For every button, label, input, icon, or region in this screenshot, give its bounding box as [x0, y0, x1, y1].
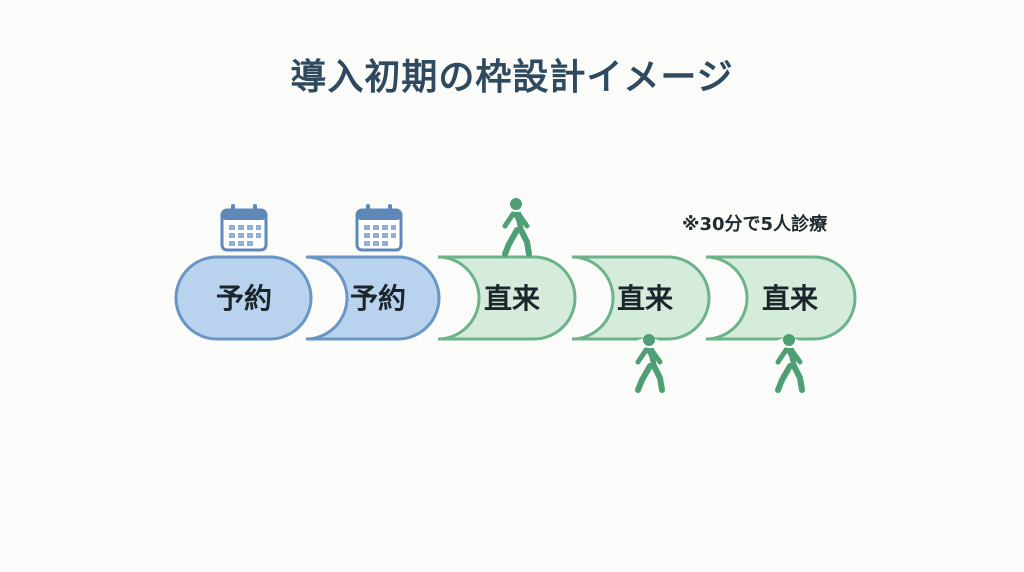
segment-reserved-1: 予約: [174, 255, 313, 341]
segment-shape: [174, 255, 313, 341]
segment-label: 予約: [350, 282, 406, 315]
segment-walkin-2: 直来: [571, 255, 711, 341]
walking-person-icon: [762, 334, 814, 393]
walking-person-icon: [622, 334, 674, 393]
segment-walkin-1: 直来: [437, 255, 577, 341]
segment-label: 直来: [484, 282, 540, 315]
walking-person-icon: [489, 198, 541, 257]
segment-shape: [305, 255, 441, 341]
segment-shape: [571, 255, 711, 341]
calendar-icon: [218, 202, 270, 254]
capacity-note: ※30分で5人診療: [682, 214, 828, 235]
segment-label: 直来: [617, 282, 673, 315]
segment-shape: [437, 255, 577, 341]
segment-label: 直来: [762, 282, 818, 315]
segment-shape: [705, 255, 857, 341]
segment-reserved-2: 予約: [305, 255, 441, 341]
page-title: 導入初期の枠設計イメージ: [290, 57, 734, 98]
segment-label: 予約: [216, 282, 272, 315]
segment-walkin-3: 直来: [705, 255, 857, 341]
calendar-icon: [353, 202, 405, 254]
